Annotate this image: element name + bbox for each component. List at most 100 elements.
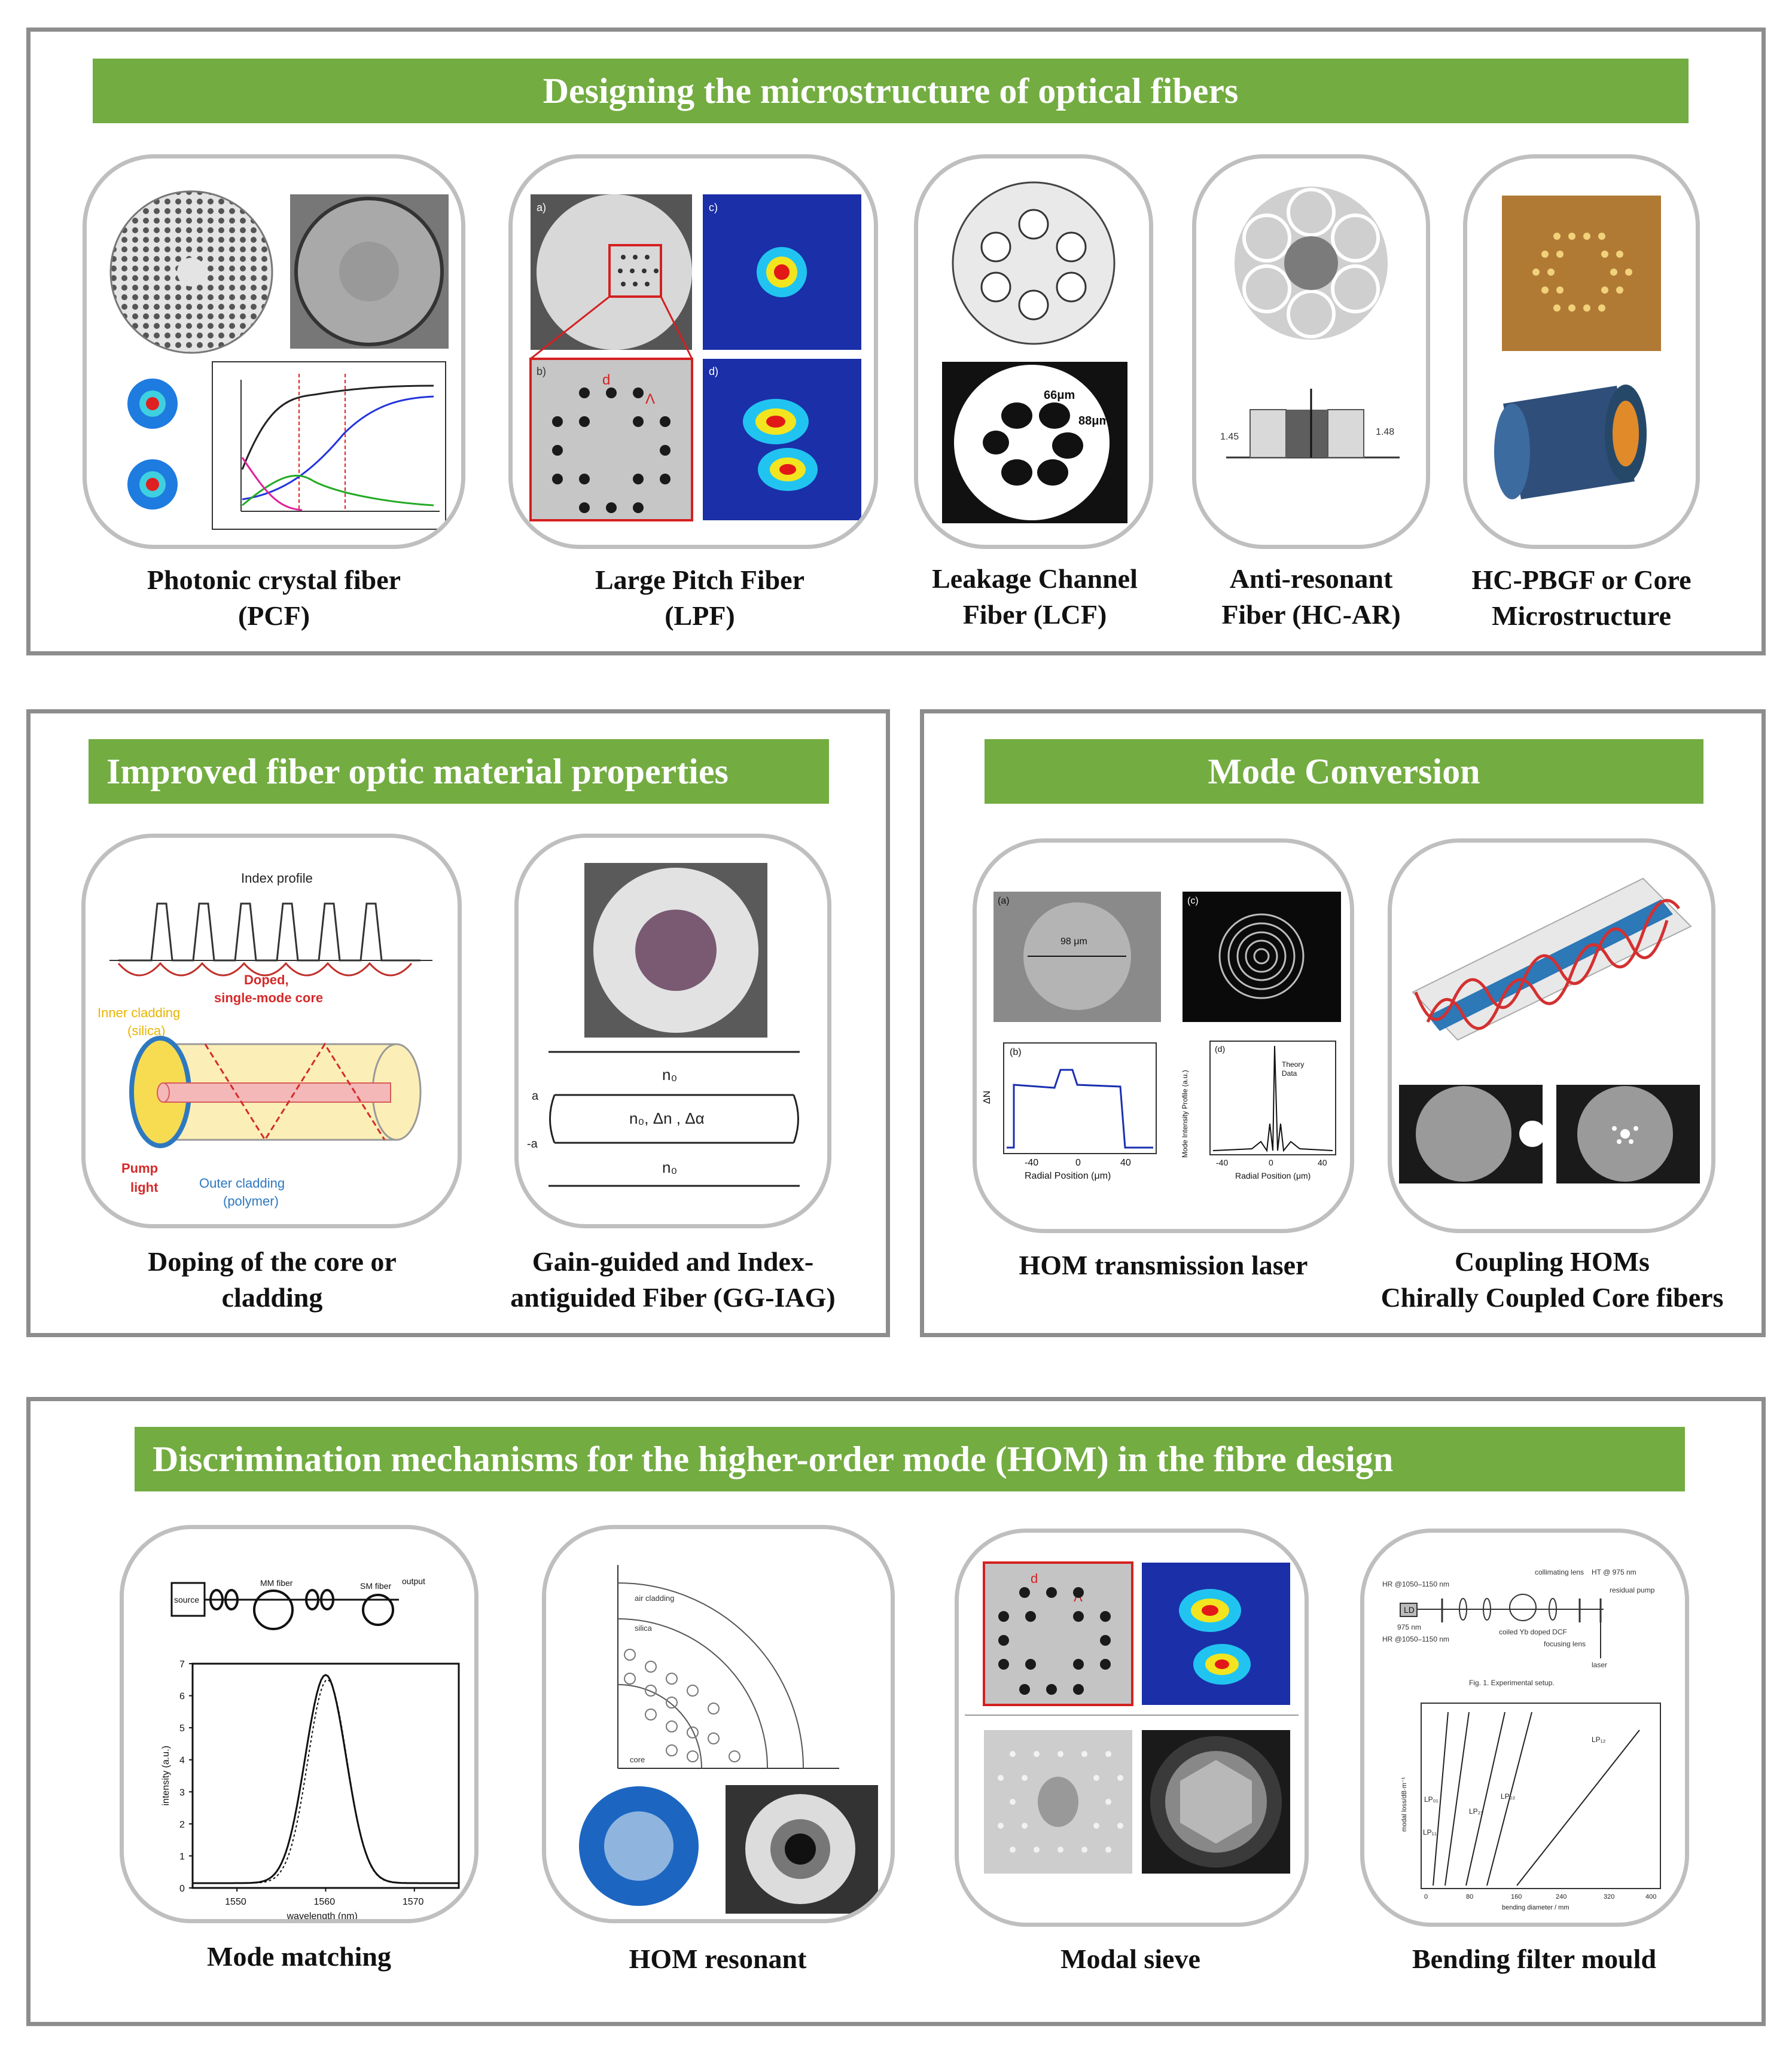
sieve-hole-pattern-icon — [998, 1587, 1111, 1695]
svg-text:HR @1050–1150 nm: HR @1050–1150 nm — [1382, 1580, 1449, 1588]
svg-text:collimating lens: collimating lens — [1535, 1568, 1584, 1576]
mm-x-tick-label: 1570 — [403, 1897, 424, 1907]
label-hom-resonant: HOM resonant — [629, 1944, 807, 1974]
svg-text:MM fiber: MM fiber — [260, 1578, 293, 1588]
label-ggiag: Gain-guided and Index- antiguided Fiber … — [510, 1246, 836, 1313]
svg-text:Theory: Theory — [1282, 1060, 1304, 1069]
svg-text:n₀, Δn , Δα: n₀, Δn , Δα — [629, 1109, 705, 1127]
svg-text:-40: -40 — [1216, 1158, 1228, 1167]
svg-text:400: 400 — [1645, 1893, 1656, 1900]
hom-ring-mode-icon — [1218, 913, 1305, 999]
svg-text:LP₀₂: LP₀₂ — [1501, 1792, 1516, 1801]
svg-text:(c): (c) — [1187, 896, 1199, 906]
svg-text:output: output — [402, 1576, 425, 1586]
mm-y-tick-label: 6 — [179, 1692, 185, 1702]
svg-text:Pump: Pump — [121, 1161, 158, 1176]
mm-y-tick-label: 5 — [179, 1723, 185, 1734]
label-bending: Bending filter mould — [1412, 1944, 1657, 1974]
card-modal-sieve: d Λ — [955, 1529, 1309, 1927]
svg-text:Outer cladding: Outer cladding — [199, 1176, 285, 1191]
svg-text:a): a) — [537, 202, 546, 213]
card-hcpbgf — [1463, 154, 1700, 549]
svg-text:a: a — [532, 1090, 539, 1103]
svg-text:88μm: 88μm — [1078, 414, 1110, 428]
card-lpf: a) b) d Λ c) d) — [508, 154, 878, 549]
card-lcf: 66μm 88μm — [914, 154, 1153, 549]
mm-y-tick-label: 2 — [179, 1820, 185, 1830]
card-pcf — [83, 154, 465, 549]
label-hom-laser: HOM transmission laser — [1019, 1250, 1308, 1280]
resonant-lattice-icon — [624, 1649, 740, 1762]
svg-text:laser: laser — [1592, 1661, 1607, 1669]
banner-microstructure: Designing the microstructure of optical … — [93, 59, 1689, 123]
label-pcf: Photonic crystal fiber (PCF) — [147, 565, 401, 631]
svg-text:n₀: n₀ — [662, 1066, 677, 1084]
svg-text:Radial Position (μm): Radial Position (μm) — [1025, 1171, 1111, 1181]
svg-text:Mode Intensity Profile (a.u.): Mode Intensity Profile (a.u.) — [1181, 1070, 1189, 1158]
lcf-photo-icon — [954, 365, 1110, 520]
svg-text:d): d) — [709, 365, 718, 377]
mm-y-tick-label: 3 — [179, 1787, 185, 1798]
svg-text:1.45: 1.45 — [1220, 432, 1239, 442]
svg-text:(d): (d) — [1215, 1044, 1225, 1054]
card-doping: Index profile Doped, single-mode core In… — [81, 834, 462, 1228]
svg-text:core: core — [630, 1755, 645, 1764]
svg-text:modal loss/dB·m⁻¹: modal loss/dB·m⁻¹ — [1401, 1777, 1408, 1832]
card-hom-resonant: air cladding silica core — [542, 1525, 895, 1923]
mm-x-tick-label: 1550 — [225, 1897, 246, 1907]
svg-text:air cladding: air cladding — [635, 1594, 675, 1603]
bending-coil-icon — [1509, 1594, 1537, 1621]
banner-discrimination: Discrimination mechanisms for the higher… — [135, 1427, 1685, 1491]
svg-text:LP₁₁: LP₁₁ — [1423, 1828, 1437, 1837]
svg-text:160: 160 — [1511, 1893, 1522, 1900]
hcpbgf-photo-icon — [1502, 196, 1661, 351]
svg-text:-40: -40 — [1025, 1158, 1038, 1168]
svg-text:0: 0 — [1075, 1158, 1081, 1168]
label-lcf: Leakage Channel Fiber (LCF) — [932, 563, 1138, 630]
mm-x-tick-label: 1560 — [314, 1897, 336, 1907]
mm-series-dotted — [193, 1679, 459, 1884]
mm-setup-icon — [209, 1589, 394, 1630]
lcf-drawing-icon — [952, 181, 1116, 345]
mm-y-tick-label: 4 — [179, 1756, 185, 1766]
ccc-helical-fiber-icon — [1412, 877, 1692, 1041]
banner-mode-conversion: Mode Conversion — [985, 739, 1703, 804]
svg-text:40: 40 — [1318, 1158, 1327, 1167]
svg-text:-a: -a — [527, 1137, 538, 1151]
mm-y-tick-label: 1 — [179, 1851, 185, 1862]
svg-text:d: d — [1031, 1571, 1038, 1586]
card-ggiag: n₀ n₀, Δn , Δα n₀ a -a — [514, 834, 831, 1228]
svg-text:(polymer): (polymer) — [223, 1194, 279, 1209]
mm-x-axis-label: wavelength (nm) — [287, 1911, 358, 1919]
svg-text:SM fiber: SM fiber — [360, 1581, 391, 1591]
lpf-mode-d-icon — [743, 399, 818, 491]
ccc-cross-section-icon — [1416, 1086, 1511, 1182]
svg-text:66μm: 66μm — [1044, 389, 1075, 402]
svg-text:80: 80 — [1466, 1893, 1473, 1900]
bending-chart — [1433, 1712, 1640, 1886]
svg-text:Radial Position (μm): Radial Position (μm) — [1235, 1171, 1311, 1180]
banner-material: Improved fiber optic material properties — [89, 739, 829, 804]
sieve-core-icon — [1038, 1777, 1078, 1827]
lpf-hole-pattern-icon — [552, 388, 671, 513]
svg-text:bending diameter / mm: bending diameter / mm — [1502, 1904, 1569, 1911]
svg-text:(b): (b) — [1010, 1047, 1022, 1057]
svg-text:c): c) — [709, 202, 718, 213]
mm-plot-frame — [191, 1662, 460, 1889]
svg-text:focusing lens: focusing lens — [1544, 1640, 1586, 1648]
svg-text:n₀: n₀ — [662, 1158, 677, 1176]
mm-y-tick-label: 7 — [179, 1659, 185, 1670]
svg-text:975 nm: 975 nm — [1397, 1623, 1421, 1631]
lpf-fiber-photo-icon — [537, 194, 692, 350]
label-lpf: Large Pitch Fiber (LPF) — [595, 565, 804, 631]
doping-fiber-diagram-icon — [129, 1036, 422, 1148]
svg-text:98 μm: 98 μm — [1060, 936, 1087, 947]
svg-text:LD: LD — [1404, 1605, 1415, 1615]
svg-text:0: 0 — [1424, 1893, 1428, 1900]
svg-text:Fig. 1. Experimental setup.: Fig. 1. Experimental setup. — [1469, 1679, 1555, 1687]
svg-text:ΔN: ΔN — [982, 1091, 992, 1104]
svg-text:40: 40 — [1120, 1158, 1131, 1168]
svg-text:silica: silica — [635, 1624, 653, 1633]
